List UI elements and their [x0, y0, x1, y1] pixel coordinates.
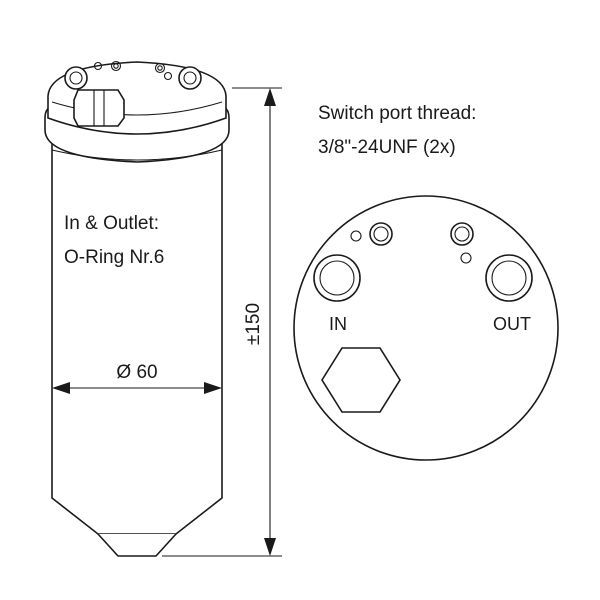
diameter-label: Ø 60 [116, 362, 157, 383]
diameter-arrow-left [52, 382, 70, 394]
side-switch-port-b [110, 60, 122, 72]
side-switch-port-c-inner [157, 65, 163, 71]
side-switch-port-b-inner [113, 63, 119, 69]
diameter-arrow-right [204, 382, 222, 394]
receiver-drier-side-view: In & Outlet: O-Ring Nr.6 Ø 60 [44, 60, 230, 557]
top-switch-port-small-left [350, 230, 362, 242]
hex-sight-glass [73, 89, 125, 127]
inlet-outlet-callout-line2: O-Ring Nr.6 [64, 247, 164, 268]
outlet-port-outer [485, 254, 533, 302]
inlet-port-inner [319, 260, 355, 296]
switch-port-callout-line1: Switch port thread: [318, 103, 476, 124]
side-inlet-port-outer [64, 66, 88, 90]
top-switch-port-left-outer [369, 222, 393, 246]
top-switch-port-left-inner [373, 226, 389, 242]
switch-port-callout-line2: 3/8"-24UNF (2x) [318, 137, 456, 158]
outlet-port-label: OUT [493, 314, 531, 334]
top-switch-port-small-right [460, 252, 472, 264]
cylinder-bottom-cone [97, 533, 177, 557]
collar-lower-edge [51, 149, 223, 161]
diameter-dimension: Ø 60 [52, 362, 222, 394]
outlet-port-inner [491, 260, 527, 296]
receiver-drier-top-view: Switch port thread: 3/8"-24UNF (2x) IN O… [293, 103, 559, 461]
top-hex-sight-glass [321, 347, 401, 413]
top-switch-port-right-outer [450, 222, 474, 246]
side-switch-port-c [154, 62, 166, 74]
top-switch-port-right-inner [454, 226, 470, 242]
cylinder-body [51, 129, 223, 535]
inlet-outlet-callout-line1: In & Outlet: [64, 213, 159, 234]
height-arrow-bottom [264, 538, 276, 556]
side-outlet-port-inner [183, 71, 197, 85]
side-inlet-port-inner [69, 71, 83, 85]
height-dimension: ±150 [162, 87, 282, 557]
inlet-port-label: IN [329, 314, 347, 334]
inlet-port-outer [313, 254, 361, 302]
side-switch-port-d [163, 71, 173, 81]
height-label: ±150 [243, 303, 264, 345]
height-arrow-top [264, 88, 276, 106]
side-outlet-port-outer [178, 66, 202, 90]
top-cap-rim [51, 101, 223, 116]
side-switch-port-a [93, 61, 103, 71]
